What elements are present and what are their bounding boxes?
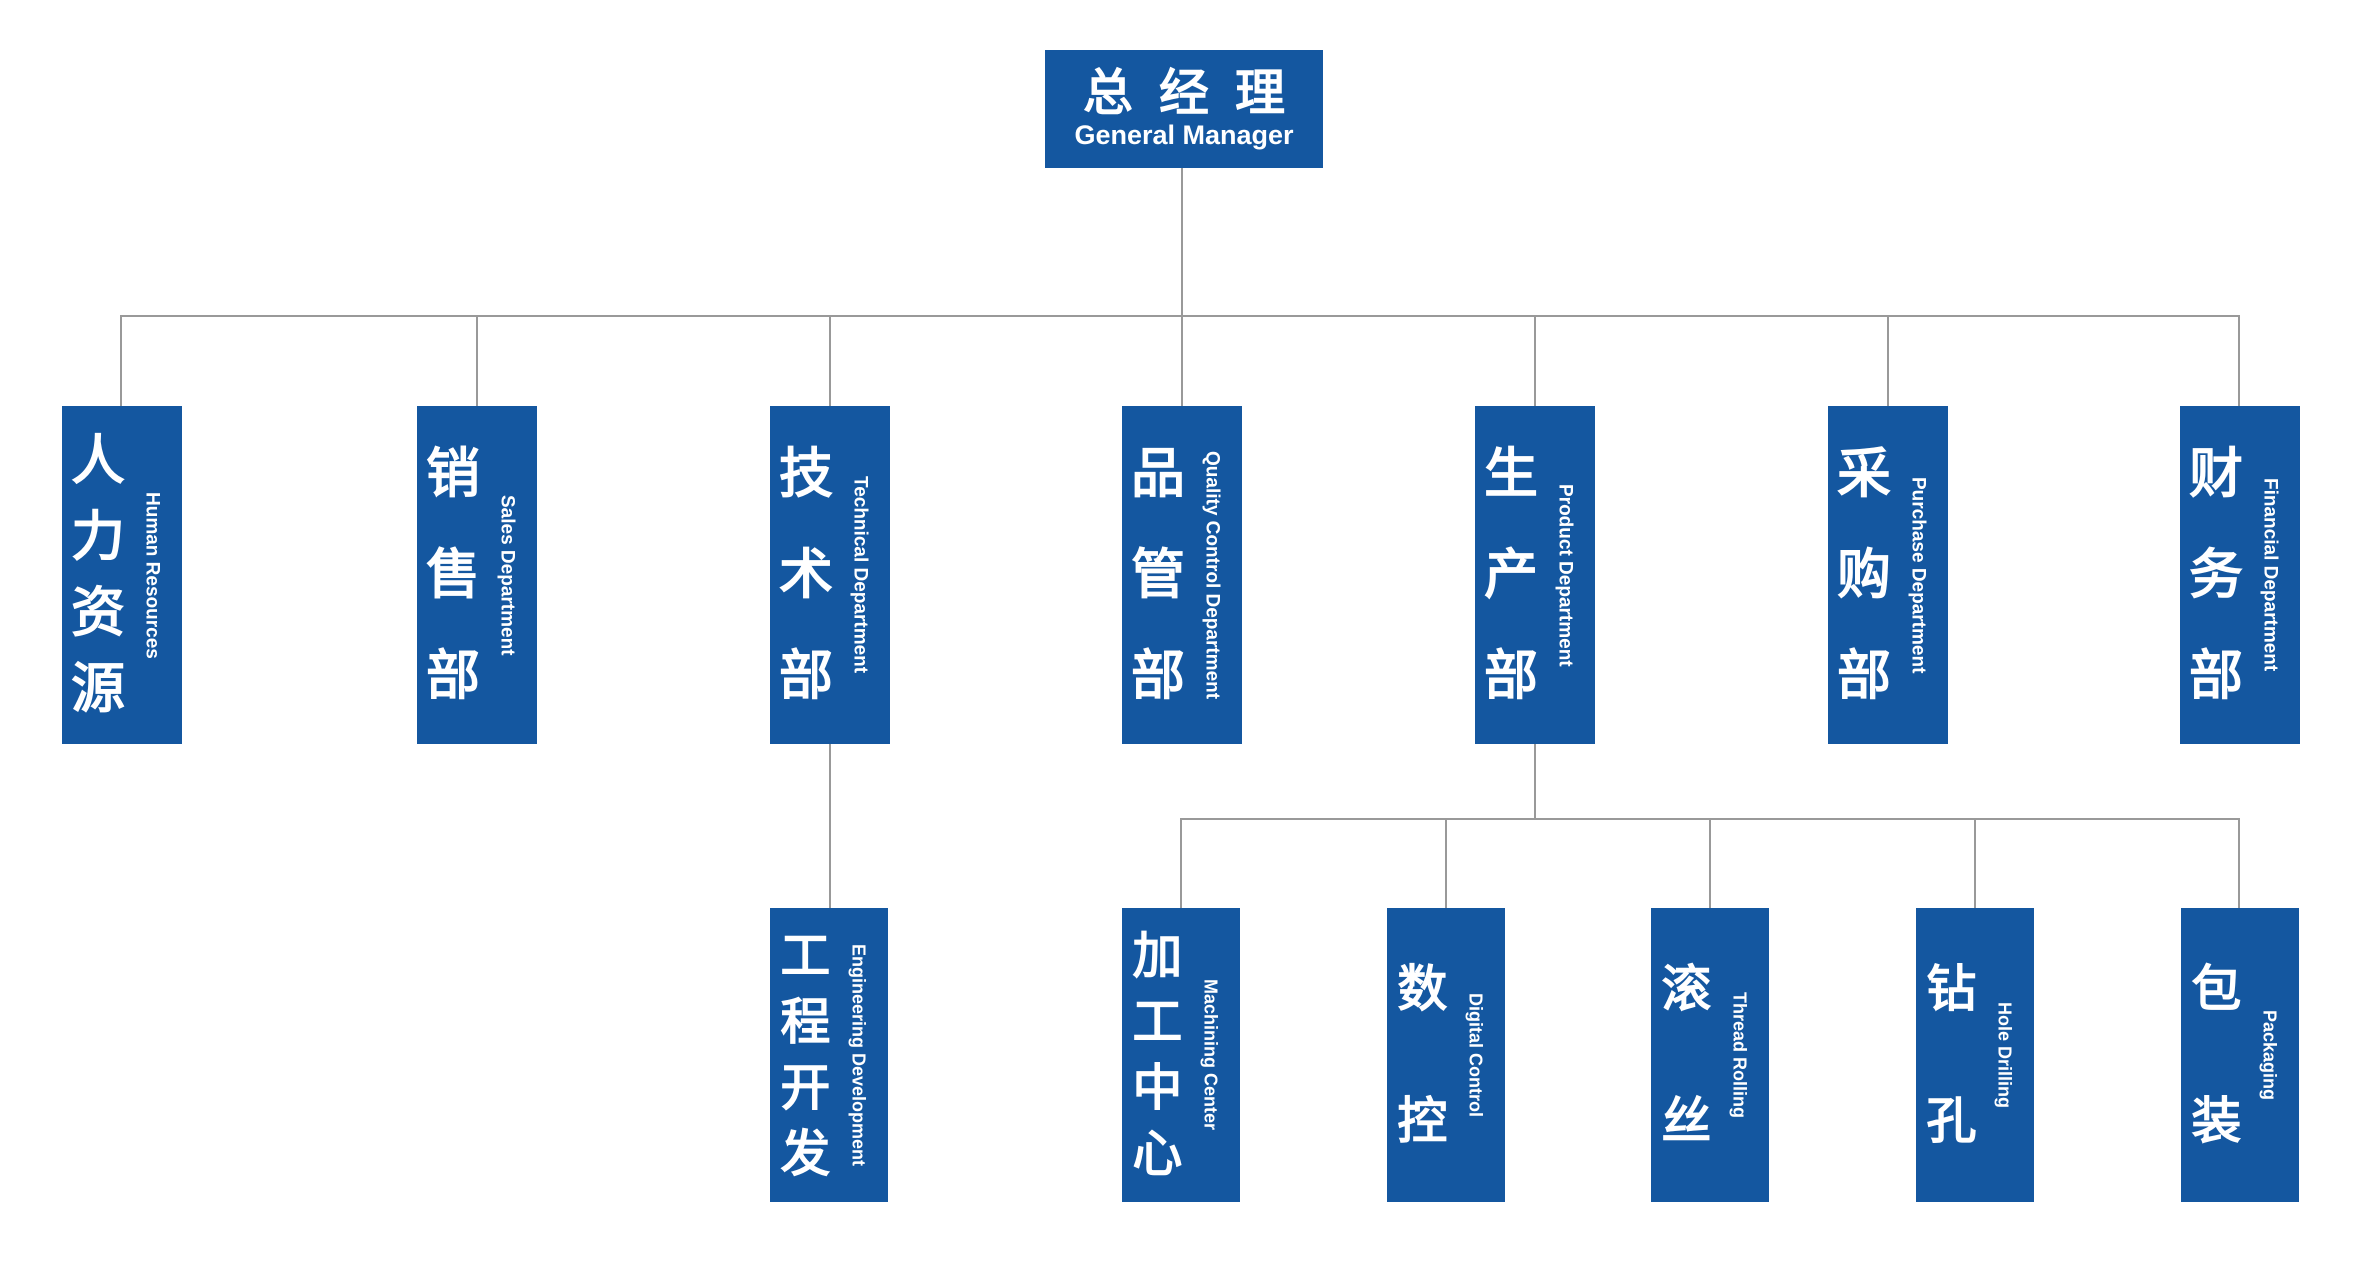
node-label-en: Technical Department <box>849 476 871 674</box>
node-label-zh: 包装 <box>2191 960 2242 1150</box>
node-label-zh: 数控 <box>1397 960 1448 1150</box>
node-label-en: Digital Control <box>1465 993 1486 1117</box>
node-label-zh: 财务部 <box>2188 443 2243 707</box>
connector-line <box>1181 168 1183 315</box>
node-general-manager: 总经理 General Manager <box>1045 50 1323 168</box>
connector-line <box>1180 818 1182 908</box>
connector-line <box>476 315 478 406</box>
node-sales-department: 销售部 Sales Department <box>417 406 537 744</box>
connector-line <box>1181 315 1183 406</box>
node-label-en: Quality Control Department <box>1201 450 1223 700</box>
connector-line <box>1534 744 1536 818</box>
node-label-zh: 总经理 <box>1083 64 1311 121</box>
node-label-zh: 生产部 <box>1483 443 1538 707</box>
node-financial-department: 财务部 Financial Department <box>2180 406 2300 744</box>
connector-line <box>120 315 122 406</box>
node-label-zh: 销售部 <box>425 443 480 707</box>
node-label-en: Financial Department <box>2259 478 2281 672</box>
connector-line <box>1974 818 1976 908</box>
node-label-en: Hole Drilling <box>1994 1001 2015 1108</box>
node-label-en: Machining Center <box>1200 979 1221 1131</box>
node-label-en: Product Department <box>1554 483 1576 667</box>
node-label-en: Engineering Development <box>848 943 869 1167</box>
node-label-en: Human Resources <box>141 491 163 659</box>
node-purchase-department: 采购部 Purchase Department <box>1828 406 1948 744</box>
connector-line <box>829 744 831 908</box>
node-product-department: 生产部 Product Department <box>1475 406 1595 744</box>
node-hole-drilling: 钻孔 Hole Drilling <box>1916 908 2034 1202</box>
node-label-zh: 人力资源 <box>70 430 125 720</box>
node-label-zh: 技术部 <box>778 443 833 707</box>
connector-line <box>2238 315 2240 406</box>
node-engineering-development: 工程开发 Engineering Development <box>770 908 888 1202</box>
connector-line <box>1445 818 1447 908</box>
connector-line <box>1534 315 1536 406</box>
connector-line <box>1887 315 1889 406</box>
node-technical-department: 技术部 Technical Department <box>770 406 890 744</box>
node-label-en: Thread Rolling <box>1729 992 1750 1118</box>
connector-line <box>1709 818 1711 908</box>
node-label-en: Purchase Department <box>1907 476 1929 674</box>
node-label-zh: 工程开发 <box>780 927 831 1183</box>
node-label-en: Sales Department <box>496 494 518 656</box>
node-label-zh: 滚丝 <box>1661 960 1712 1150</box>
connector-line <box>2238 818 2240 908</box>
node-label-zh: 加工中心 <box>1132 927 1183 1183</box>
connector-line <box>120 315 2239 317</box>
node-label-en: Packaging <box>2259 1009 2280 1101</box>
node-thread-rolling: 滚丝 Thread Rolling <box>1651 908 1769 1202</box>
node-label-zh: 钻孔 <box>1926 960 1977 1150</box>
connector-line <box>829 315 831 406</box>
node-label-zh: 采购部 <box>1836 443 1891 707</box>
node-machining-center: 加工中心 Machining Center <box>1122 908 1240 1202</box>
node-packaging: 包装 Packaging <box>2181 908 2299 1202</box>
node-digital-control: 数控 Digital Control <box>1387 908 1505 1202</box>
node-quality-control-department: 品管部 Quality Control Department <box>1122 406 1242 744</box>
node-human-resources: 人力资源 Human Resources <box>62 406 182 744</box>
node-label-en: General Manager <box>1074 119 1294 150</box>
node-label-zh: 品管部 <box>1130 443 1185 707</box>
